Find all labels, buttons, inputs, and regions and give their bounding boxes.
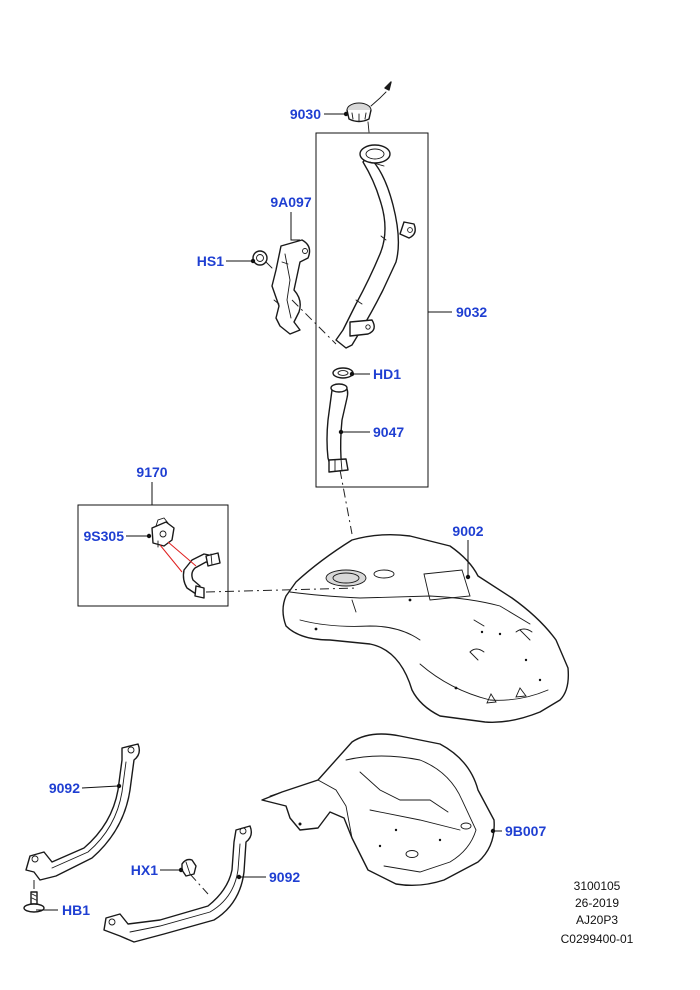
filler-hose <box>326 383 349 473</box>
tank-strap-left <box>25 743 141 881</box>
fuel-tank-underbody-shield <box>261 733 495 887</box>
alignment-line-nut-to-strap <box>189 873 209 895</box>
label-9s305: 9S305 <box>84 528 125 544</box>
vent-kit-box <box>77 504 229 607</box>
leader-lines <box>36 111 502 911</box>
label-hx1: HX1 <box>131 862 158 878</box>
alignment-line-vent-to-tank <box>205 587 359 593</box>
label-9a097: 9A097 <box>270 194 311 210</box>
nut-hx1 <box>181 858 197 877</box>
label-9032: 9032 <box>456 304 487 320</box>
reference-code-2: 26-2019 <box>575 896 619 910</box>
reference-code-4: C0299400-01 <box>561 932 634 946</box>
label-hd1: HD1 <box>373 366 401 382</box>
fuel-tank <box>282 533 570 723</box>
tank-strap-right <box>103 825 253 943</box>
label-9b007: 9B007 <box>505 823 546 839</box>
reference-code-1: 3100105 <box>574 879 621 893</box>
label-9047: 9047 <box>373 424 404 440</box>
label-9170: 9170 <box>136 464 167 480</box>
filler-pipe-assembly-box <box>315 132 429 488</box>
label-9092-left: 9092 <box>49 780 80 796</box>
reference-code-3: AJ20P3 <box>576 913 618 927</box>
vent-connection-line <box>159 541 197 573</box>
label-9092-right: 9092 <box>269 869 300 885</box>
fuel-filler-cap <box>346 81 392 133</box>
hose-clamp-hd1 <box>332 367 354 379</box>
vent-hose <box>182 552 221 599</box>
label-hs1: HS1 <box>197 253 224 269</box>
heat-shield-bracket <box>271 239 311 335</box>
label-9002: 9002 <box>452 523 483 539</box>
fuel-filler-pipe <box>335 144 416 349</box>
alignment-line-hose-to-tank <box>339 469 353 535</box>
label-hb1: HB1 <box>62 902 90 918</box>
bolt-hb1 <box>23 891 45 913</box>
vent-valve-9s305 <box>151 517 175 548</box>
alignment-line-shield-to-pipe <box>291 299 337 345</box>
label-9030: 9030 <box>290 106 321 122</box>
screw-hs1 <box>252 250 273 269</box>
